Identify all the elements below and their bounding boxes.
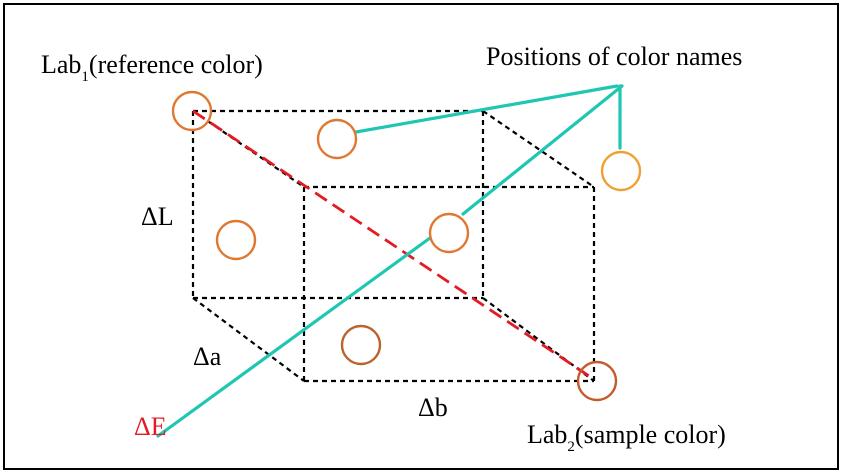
reference-color-label: Lab1(reference color)	[41, 50, 263, 85]
leader-line-upper-marker	[354, 84, 619, 134]
cube-back-face	[191, 109, 485, 300]
cube-front-face	[302, 185, 596, 383]
delta-e-line	[192, 109, 593, 380]
marker-upper	[316, 118, 358, 160]
delta-b-label: Δb	[418, 393, 448, 422]
delta-l-label: ΔL	[141, 202, 174, 231]
delta-a-label: Δa	[193, 342, 222, 371]
marker-left	[215, 219, 257, 261]
figure-frame	[3, 3, 839, 470]
marker-reference	[171, 90, 213, 132]
marker-center	[428, 212, 470, 254]
delta-e-label: ΔE	[134, 412, 167, 441]
sample-color-label: Lab2(sample color)	[527, 420, 726, 455]
leader-line-center-marker	[461, 84, 624, 216]
depth-edge-top-right	[482, 110, 595, 188]
leader-line-delta-e	[156, 236, 432, 438]
color-name-markers	[171, 90, 642, 402]
marker-lower	[340, 324, 382, 366]
marker-sample	[576, 360, 618, 402]
marker-outer	[600, 150, 642, 192]
positions-of-color-names-label: Positions of color names	[486, 42, 742, 71]
leader-lines	[156, 84, 624, 438]
